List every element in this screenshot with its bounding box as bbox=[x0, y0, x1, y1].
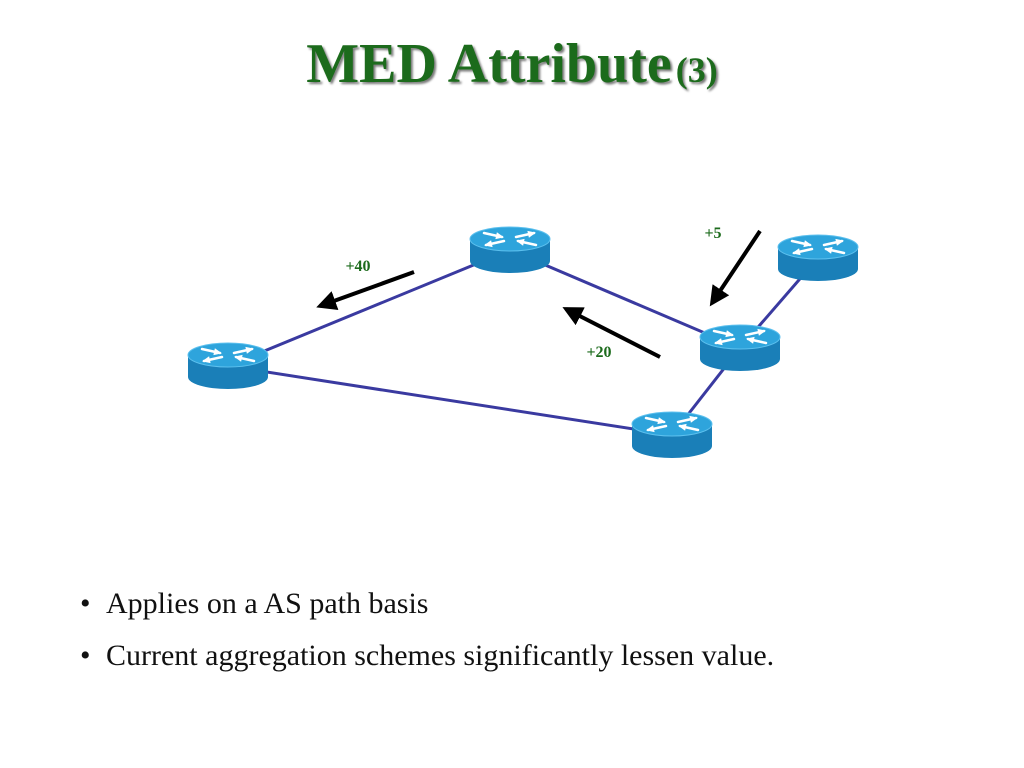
slide-title: MED Attribute (3) bbox=[0, 32, 1024, 96]
med-label-5: +5 bbox=[704, 225, 721, 242]
bullet-text: Current aggregation schemes significantl… bbox=[106, 639, 775, 672]
router-r-bottom bbox=[631, 411, 713, 458]
arrow-med-5 bbox=[709, 229, 762, 307]
bullet-marker: • bbox=[80, 587, 91, 620]
title-number: (3) bbox=[675, 50, 718, 90]
router-icon bbox=[644, 415, 700, 433]
med-label-40: +40 bbox=[345, 258, 370, 275]
router-icon bbox=[200, 346, 256, 364]
bullet-text: Applies on a AS path basis bbox=[106, 587, 429, 620]
link-r-top-r-mid-right bbox=[509, 248, 741, 350]
bullet-marker: • bbox=[80, 639, 91, 672]
router-icon bbox=[712, 328, 768, 346]
arrow-med-40 bbox=[316, 270, 415, 310]
router-icon bbox=[790, 238, 846, 256]
router-r-far-right bbox=[777, 234, 859, 281]
router-r-left bbox=[187, 342, 269, 389]
bullet-item: • Applies on a AS path basis bbox=[80, 582, 774, 634]
router-icon bbox=[482, 230, 538, 248]
link-r-left-r-bottom bbox=[227, 364, 673, 437]
router-r-mid-right bbox=[699, 324, 781, 371]
title-text: MED Attribute bbox=[306, 33, 672, 95]
router-r-top bbox=[469, 226, 551, 273]
med-label-20: +20 bbox=[586, 344, 611, 361]
link-r-left-r-top bbox=[227, 248, 511, 368]
bullet-item: • Current aggregation schemes significant… bbox=[80, 634, 774, 686]
arrow-med-20 bbox=[562, 307, 661, 359]
bullet-list: • Applies on a AS path basis • Current agg… bbox=[80, 582, 774, 686]
